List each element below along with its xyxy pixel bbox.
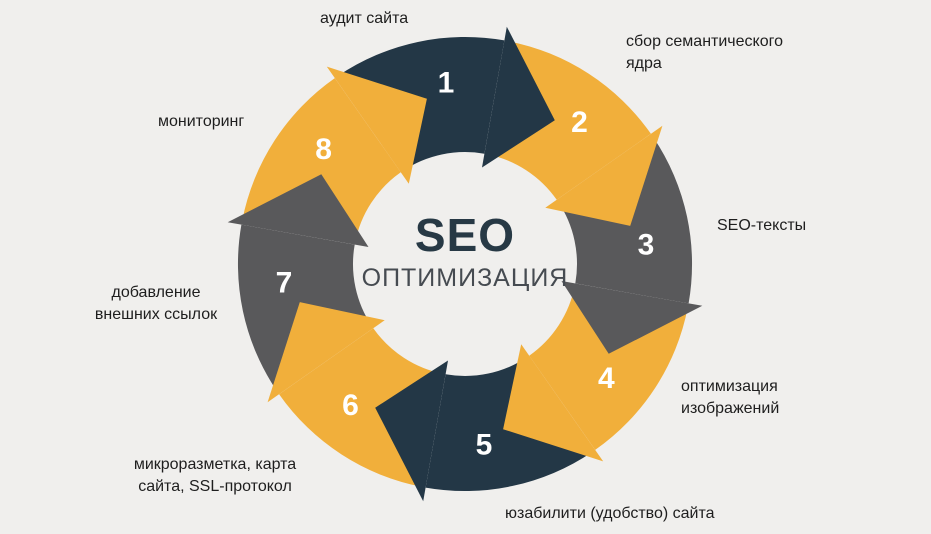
center-text: SEO ОПТИМИЗАЦИЯ: [315, 212, 615, 293]
label-usability: юзабилити (удобство) сайта: [505, 505, 715, 522]
segment-4-number: 4: [598, 362, 615, 395]
segment-2-arrowhead-icon: [545, 125, 663, 226]
segment-5-number: 5: [476, 429, 493, 462]
label-markup-sitemap-ssl: микроразметка, карта сайта, SSL-протокол: [133, 456, 297, 495]
segment-6-number: 6: [342, 389, 359, 422]
center-title: SEO: [414, 209, 516, 261]
segment-5-arrowhead-icon: [375, 360, 448, 502]
segment-2-number: 2: [571, 106, 588, 139]
segment-3-number: 3: [638, 229, 655, 262]
segment-7-number: 7: [276, 267, 293, 300]
segment-6-arrowhead-icon: [267, 302, 385, 403]
segment-4-arrowhead-icon: [503, 344, 604, 462]
segment-1-arrowhead-icon: [482, 26, 555, 168]
label-image-optimization: оптимизация изображений: [681, 378, 780, 417]
segment-8-arrowhead-icon: [326, 66, 427, 184]
label-monitoring: мониторинг: [158, 113, 245, 130]
label-semantic-core: сбор семантического ядра: [626, 33, 783, 72]
label-external-links: добавление внешних ссылок: [94, 284, 218, 323]
label-seo-texts: SEO-тексты: [717, 217, 807, 234]
segment-1-number: 1: [438, 67, 455, 100]
segment-8-number: 8: [315, 133, 332, 166]
center-subtitle: ОПТИМИЗАЦИЯ: [361, 264, 569, 292]
segment-3-arrowhead-icon: [561, 281, 703, 354]
segment-7-arrowhead-icon: [227, 174, 369, 247]
label-audit: аудит сайта: [320, 10, 409, 27]
